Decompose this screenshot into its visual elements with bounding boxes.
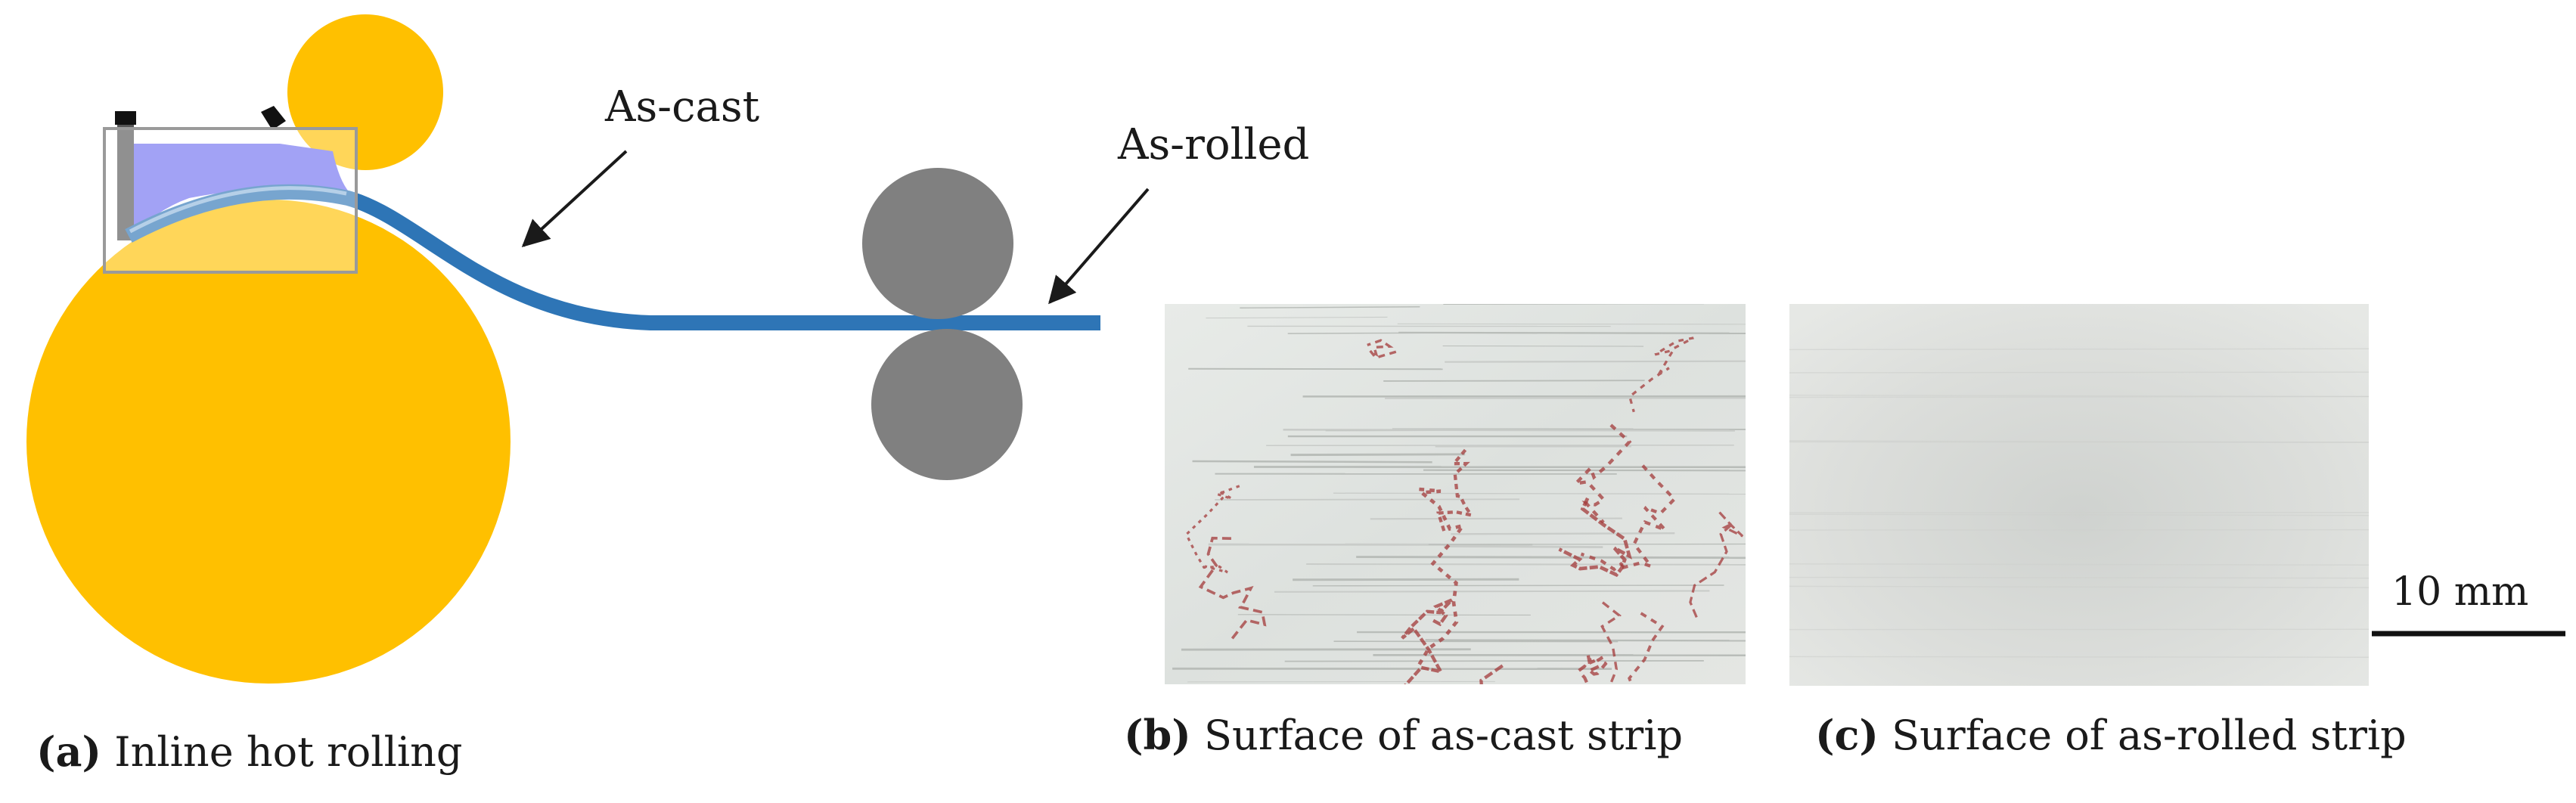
surface-streak bbox=[1789, 585, 2369, 588]
surface-streak bbox=[1423, 469, 1746, 472]
work-rolls bbox=[862, 168, 1023, 480]
surface-streak bbox=[1293, 578, 1519, 581]
surface-streak bbox=[1383, 380, 1645, 382]
caption-b-text: Surface of as-cast strip bbox=[1204, 712, 1684, 759]
side-dam-top bbox=[115, 111, 136, 125]
surface-streak bbox=[1333, 492, 1746, 495]
caption-c: (c) Surface of as-rolled strip bbox=[1815, 711, 2407, 759]
caption-a-tag: (a) bbox=[36, 727, 102, 776]
as-cast-surface-photo bbox=[1165, 304, 1746, 684]
surface-streak bbox=[1290, 453, 1466, 457]
surface-streak bbox=[1356, 556, 1746, 560]
surface-streak bbox=[1789, 513, 2369, 516]
as-rolled-label: As-rolled bbox=[1117, 120, 1309, 169]
surface-streak bbox=[1312, 584, 1724, 587]
surface-streak bbox=[1789, 563, 2369, 566]
surface-streak bbox=[1445, 360, 1746, 363]
nozzle bbox=[261, 106, 286, 130]
surface-crack bbox=[1401, 598, 1454, 684]
surface-crack bbox=[1367, 339, 1397, 360]
surface-streak bbox=[1192, 460, 1432, 464]
small-casting-roll bbox=[287, 14, 443, 170]
large-casting-roll bbox=[26, 200, 511, 684]
surface-crack bbox=[1558, 497, 1632, 578]
twin-roll-caster bbox=[26, 14, 1100, 684]
surface-streak bbox=[1443, 304, 1704, 305]
lower-work-roll bbox=[871, 329, 1023, 480]
surface-crack bbox=[1184, 485, 1240, 574]
surface-crack bbox=[1689, 511, 1744, 620]
surface-streak bbox=[1789, 371, 2369, 374]
as-rolled-arrow bbox=[1048, 188, 1150, 305]
melt-pool bbox=[127, 144, 355, 240]
enlarged-box bbox=[103, 127, 358, 274]
surface-streak bbox=[1306, 563, 1746, 566]
scale-bar-label: 10 mm bbox=[2391, 569, 2528, 615]
surface-crack bbox=[1198, 536, 1267, 640]
surface-streak bbox=[1443, 544, 1603, 549]
upper-work-roll bbox=[862, 168, 1013, 319]
surface-streak bbox=[1215, 498, 1520, 501]
side-dam bbox=[117, 119, 134, 240]
as-cast-label: As-cast bbox=[604, 82, 760, 132]
surface-streak bbox=[1451, 532, 1675, 535]
caption-b-tag: (b) bbox=[1124, 711, 1191, 759]
surface-streak bbox=[1206, 316, 1388, 319]
caption-a-text: Inline hot rolling bbox=[114, 728, 463, 776]
cast-strip bbox=[125, 184, 1100, 330]
surface-streak bbox=[1187, 681, 1495, 683]
surface-streak bbox=[1284, 660, 1704, 662]
surface-crack bbox=[1576, 653, 1608, 684]
surface-streak bbox=[1789, 656, 2369, 659]
as-cast-arrow bbox=[521, 150, 628, 248]
as-rolled-surface-photo bbox=[1789, 304, 2369, 686]
caption-a: (a) Inline hot rolling bbox=[36, 727, 462, 776]
caption-b: (b) Surface of as-cast strip bbox=[1124, 711, 1683, 759]
strip-curve-highlight bbox=[129, 186, 347, 234]
surface-crack bbox=[1436, 448, 1475, 534]
surface-streak bbox=[1789, 440, 2369, 443]
surface-streak bbox=[1240, 306, 1420, 309]
surface-streak bbox=[1283, 428, 1735, 432]
caption-c-tag: (c) bbox=[1815, 711, 1879, 759]
surface-crack bbox=[1628, 336, 1694, 413]
caption-c-text: Surface of as-rolled strip bbox=[1892, 712, 2407, 759]
surface-crack bbox=[1415, 487, 1467, 670]
surface-streak bbox=[1789, 394, 2369, 398]
